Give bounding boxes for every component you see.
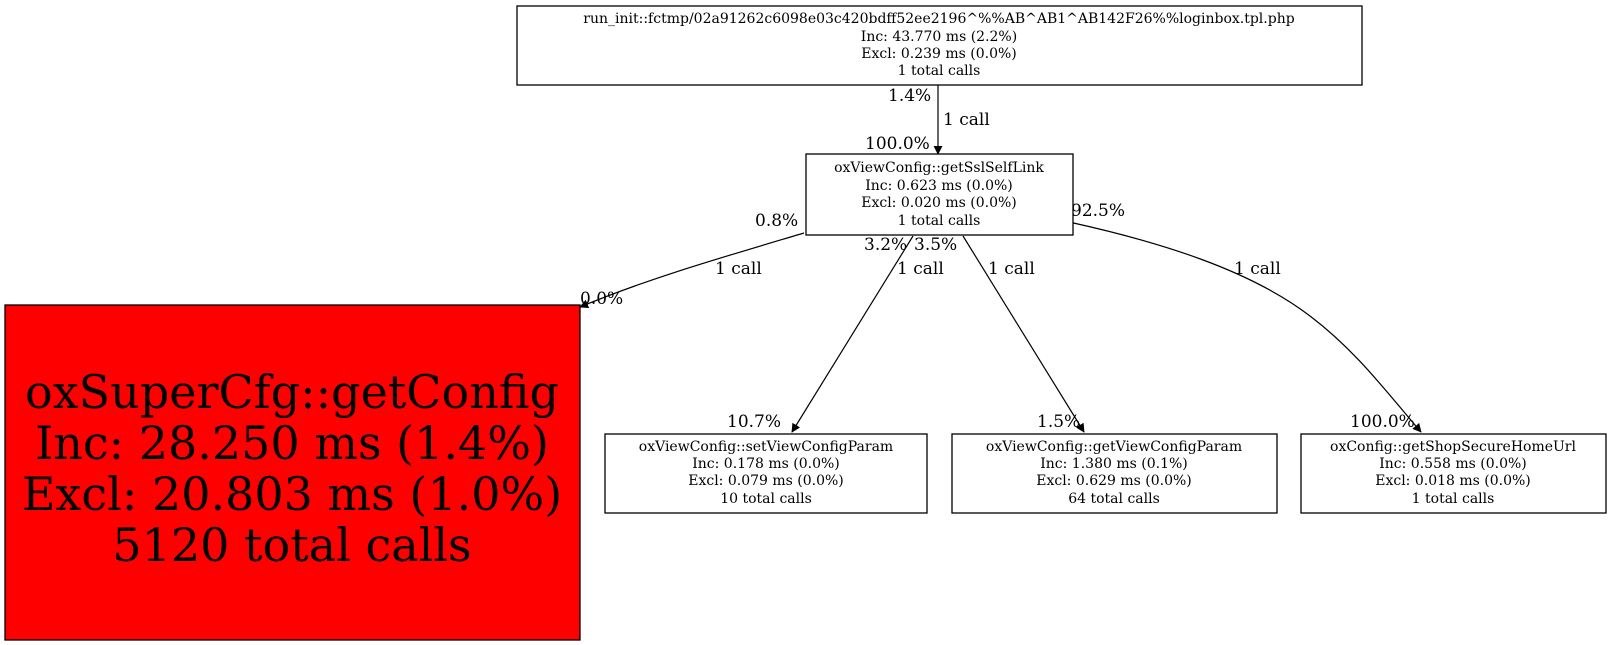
- edge-get-ssl-self-link-to-set-view-config-param: 3.2% 1 call 10.7%: [727, 235, 944, 433]
- node-exclusive-time: Excl: 0.020 ms (0.0%): [861, 195, 1017, 211]
- node-inclusive-time: Inc: 0.178 ms (0.0%): [692, 456, 840, 472]
- edge-call-label: 1 call: [988, 259, 1035, 279]
- node-box: [516, 5, 1363, 86]
- edge-call-label: 1 call: [715, 259, 762, 279]
- edge-head-percent: 0.0%: [580, 289, 623, 309]
- node-total-calls: 1 total calls: [898, 213, 981, 229]
- node-inclusive-time: Inc: 0.558 ms (0.0%): [1379, 456, 1527, 472]
- edge-tail-percent: 92.5%: [1071, 201, 1125, 221]
- node-box: [805, 153, 1074, 236]
- node-inclusive-time: Inc: 1.380 ms (0.1%): [1040, 456, 1188, 472]
- node-box: [4, 304, 581, 641]
- node-get-view-config-param[interactable]: oxViewConfig::getViewConfigParam Inc: 1.…: [951, 433, 1278, 514]
- node-name: oxViewConfig::getViewConfigParam: [986, 439, 1242, 455]
- edge-line: [791, 235, 914, 433]
- node-total-calls: 5120 total calls: [112, 518, 471, 572]
- node-name: oxSuperCfg::getConfig: [25, 365, 559, 419]
- edge-call-label: 1 call: [897, 259, 944, 279]
- node-exclusive-time: Excl: 0.239 ms (0.0%): [861, 46, 1017, 62]
- node-total-calls: 10 total calls: [720, 491, 812, 507]
- node-box: [604, 433, 928, 514]
- node-box: [1300, 433, 1607, 514]
- edge-head-percent: 100.0%: [1350, 412, 1415, 432]
- node-set-view-config-param[interactable]: oxViewConfig::setViewConfigParam Inc: 0.…: [604, 433, 928, 514]
- node-name: oxViewConfig::getSslSelfLink: [834, 160, 1044, 176]
- edge-line: [579, 232, 805, 309]
- edge-get-ssl-self-link-to-get-config: 0.8% 1 call 0.0%: [579, 211, 805, 309]
- node-exclusive-time: Excl: 0.629 ms (0.0%): [1036, 473, 1192, 489]
- node-name: oxConfig::getShopSecureHomeUrl: [1330, 439, 1576, 455]
- node-get-shop-secure-home-url[interactable]: oxConfig::getShopSecureHomeUrl Inc: 0.55…: [1300, 433, 1607, 514]
- edge-head-percent: 100.0%: [865, 134, 930, 154]
- edge-head-percent: 10.7%: [727, 412, 781, 432]
- edge-call-label: 1 call: [943, 110, 990, 130]
- node-name: oxViewConfig::setViewConfigParam: [639, 439, 893, 455]
- node-exclusive-time: Excl: 0.018 ms (0.0%): [1375, 473, 1531, 489]
- edge-get-ssl-self-link-to-get-shop-secure-home-url: 92.5% 1 call 100.0%: [1068, 201, 1422, 433]
- edge-tail-percent: 3.2%: [864, 235, 907, 255]
- edge-call-label: 1 call: [1234, 259, 1281, 279]
- node-get-config[interactable]: oxSuperCfg::getConfig Inc: 28.250 ms (1.…: [4, 304, 581, 641]
- node-exclusive-time: Excl: 0.079 ms (0.0%): [688, 473, 844, 489]
- edge-tail-percent: 0.8%: [755, 211, 798, 231]
- node-total-calls: 1 total calls: [898, 63, 981, 79]
- node-inclusive-time: Inc: 0.623 ms (0.0%): [865, 178, 1013, 194]
- node-box: [951, 433, 1278, 514]
- edge-line: [962, 235, 1085, 433]
- node-exclusive-time: Excl: 20.803 ms (1.0%): [22, 467, 562, 521]
- node-total-calls: 1 total calls: [1412, 491, 1495, 507]
- edge-head-percent: 1.5%: [1037, 412, 1080, 432]
- edge-tail-percent: 1.4%: [888, 86, 931, 106]
- edge-run-init-to-get-ssl-self-link: 1.4% 1 call 100.0%: [865, 85, 990, 155]
- node-get-ssl-self-link[interactable]: oxViewConfig::getSslSelfLink Inc: 0.623 …: [805, 153, 1074, 236]
- node-inclusive-time: Inc: 28.250 ms (1.4%): [35, 416, 549, 470]
- node-inclusive-time: Inc: 43.770 ms (2.2%): [861, 29, 1017, 45]
- edge-get-ssl-self-link-to-get-view-config-param: 3.5% 1 call 1.5%: [914, 235, 1085, 433]
- edge-line: [1068, 221, 1422, 433]
- node-total-calls: 64 total calls: [1068, 491, 1160, 507]
- node-name: run_init::fctmp/02a91262c6098e03c420bdff…: [583, 11, 1294, 27]
- edge-tail-percent: 3.5%: [914, 235, 957, 255]
- node-run-init-loginbox[interactable]: run_init::fctmp/02a91262c6098e03c420bdff…: [516, 5, 1363, 86]
